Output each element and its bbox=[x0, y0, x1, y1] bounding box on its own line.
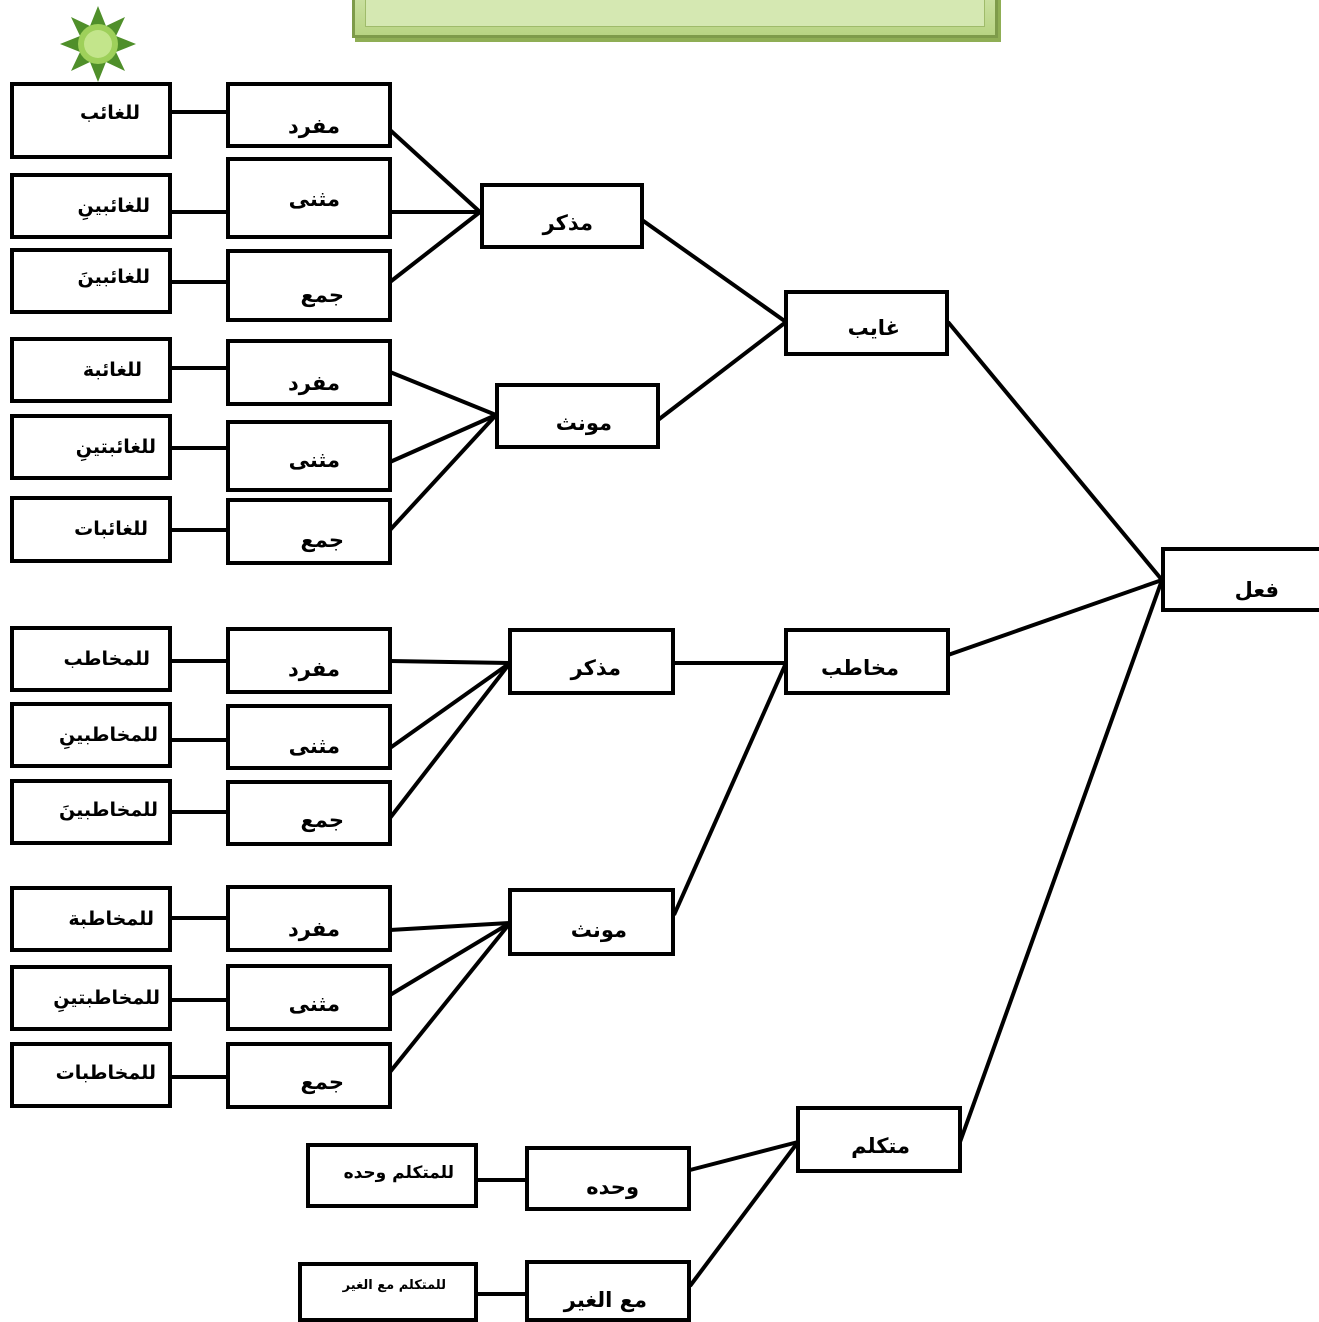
leaf-mm-jam: للمخاطبينَ bbox=[10, 779, 172, 845]
node-wahdah: وحده bbox=[525, 1146, 691, 1211]
leaf-mm-mufrad: للمخاطب bbox=[10, 626, 172, 692]
node-ghayib: غايب bbox=[784, 290, 949, 356]
leaf-mf-muthanna: للمخاطبتينِ bbox=[10, 965, 172, 1031]
node-gf-muthanna-label: مثنى bbox=[288, 448, 340, 472]
title-banner bbox=[352, 0, 998, 38]
node-gm-jam-label: جمع bbox=[300, 283, 344, 307]
node-gm-muthanna: مثنى bbox=[226, 157, 392, 239]
leaf-mm-muthanna-label: للمخاطبينِ bbox=[59, 724, 158, 746]
node-mukhatab: مخاطب bbox=[784, 628, 950, 695]
leaf-mf-jam-label: للمخاطبات bbox=[55, 1062, 156, 1084]
leaf-mm-jam-label: للمخاطبينَ bbox=[59, 799, 158, 821]
leaf-wahdah: للمتكلم وحده bbox=[306, 1143, 478, 1208]
leaf-gm-jam-label: للغائبينَ bbox=[77, 266, 151, 288]
node-mm-muthanna: مثنى bbox=[226, 704, 392, 770]
node-mm-jam-label: جمع bbox=[300, 808, 344, 832]
leaf-gf-mufrad-label: للغائبة bbox=[82, 359, 142, 381]
leaf-mf-mufrad: للمخاطبة bbox=[10, 886, 172, 952]
leaf-mf-muthanna-label: للمخاطبتينِ bbox=[53, 987, 160, 1009]
node-mf-jam-label: جمع bbox=[300, 1070, 344, 1094]
node-gf-muthanna: مثنى bbox=[226, 420, 392, 492]
node-mf-muthanna: مثنى bbox=[226, 964, 392, 1031]
node-gm-mufrad-label: مفرد bbox=[288, 114, 340, 138]
node-root: فعل bbox=[1161, 547, 1319, 612]
node-mukhatab-mudhakkar-label: مذكر bbox=[570, 656, 621, 680]
node-wahdah-label: وحده bbox=[586, 1175, 639, 1199]
leaf-gm-mufrad: للغائب bbox=[10, 82, 172, 159]
node-mutakallim-label: متكلم bbox=[851, 1134, 910, 1158]
leaf-gf-jam-label: للغائبات bbox=[74, 518, 148, 540]
node-mukhatab-mudhakkar: مذكر bbox=[508, 628, 675, 695]
leaf-ma-alghayr-label: للمتكلم مع الغير bbox=[342, 1278, 446, 1293]
node-ma-alghayr-label: مع الغير bbox=[563, 1288, 647, 1312]
leaf-gf-jam: للغائبات bbox=[10, 496, 172, 563]
leaf-mf-mufrad-label: للمخاطبة bbox=[68, 908, 154, 930]
node-gf-jam-label: جمع bbox=[300, 528, 344, 552]
node-gf-mufrad-label: مفرد bbox=[288, 371, 340, 395]
node-gm-muthanna-label: مثنى bbox=[288, 187, 340, 211]
node-mm-mufrad-label: مفرد bbox=[288, 657, 340, 681]
leaf-ma-alghayr: للمتكلم مع الغير bbox=[298, 1262, 478, 1322]
node-mf-mufrad: مفرد bbox=[226, 885, 392, 952]
node-gf-jam: جمع bbox=[226, 498, 392, 565]
leaf-mf-jam: للمخاطبات bbox=[10, 1042, 172, 1108]
leaf-mm-mufrad-label: للمخاطب bbox=[63, 648, 150, 670]
node-mm-mufrad: مفرد bbox=[226, 627, 392, 694]
node-ma-alghayr: مع الغير bbox=[525, 1260, 691, 1322]
leaf-gm-mufrad-label: للغائب bbox=[80, 102, 140, 124]
node-ghayib-muannath-label: مونث bbox=[555, 411, 612, 435]
node-mukhatab-muannath: مونث bbox=[508, 888, 675, 956]
node-mf-mufrad-label: مفرد bbox=[288, 917, 340, 941]
node-ghayib-mudhakkar: مذكر bbox=[480, 183, 644, 249]
leaf-gf-muthanna: للغائبتينِ bbox=[10, 414, 172, 480]
leaf-gf-mufrad: للغائبة bbox=[10, 337, 172, 403]
node-gm-jam: جمع bbox=[226, 249, 392, 322]
leaf-mm-muthanna: للمخاطبينِ bbox=[10, 702, 172, 768]
node-mukhatab-label: مخاطب bbox=[820, 656, 899, 680]
leaf-gm-muthanna-label: للغائبينِ bbox=[77, 195, 151, 217]
node-mm-jam: جمع bbox=[226, 780, 392, 846]
star-burst-icon bbox=[60, 6, 136, 82]
leaf-gf-muthanna-label: للغائبتينِ bbox=[75, 436, 156, 458]
node-ghayib-mudhakkar-label: مذكر bbox=[542, 211, 593, 235]
node-root-label: فعل bbox=[1234, 578, 1279, 602]
node-mukhatab-muannath-label: مونث bbox=[570, 918, 627, 942]
node-ghayib-muannath: مونث bbox=[495, 383, 660, 449]
node-gf-mufrad: مفرد bbox=[226, 339, 392, 406]
leaf-gm-muthanna: للغائبينِ bbox=[10, 173, 172, 239]
node-mm-muthanna-label: مثنى bbox=[288, 734, 340, 758]
node-mutakallim: متكلم bbox=[796, 1106, 962, 1173]
leaf-gm-jam: للغائبينَ bbox=[10, 248, 172, 314]
node-ghayib-label: غايب bbox=[847, 316, 900, 340]
node-mf-muthanna-label: مثنى bbox=[288, 992, 340, 1016]
node-gm-mufrad: مفرد bbox=[226, 82, 392, 148]
leaf-wahdah-label: للمتكلم وحده bbox=[343, 1163, 454, 1183]
node-mf-jam: جمع bbox=[226, 1042, 392, 1109]
title-banner-inner bbox=[365, 0, 985, 27]
